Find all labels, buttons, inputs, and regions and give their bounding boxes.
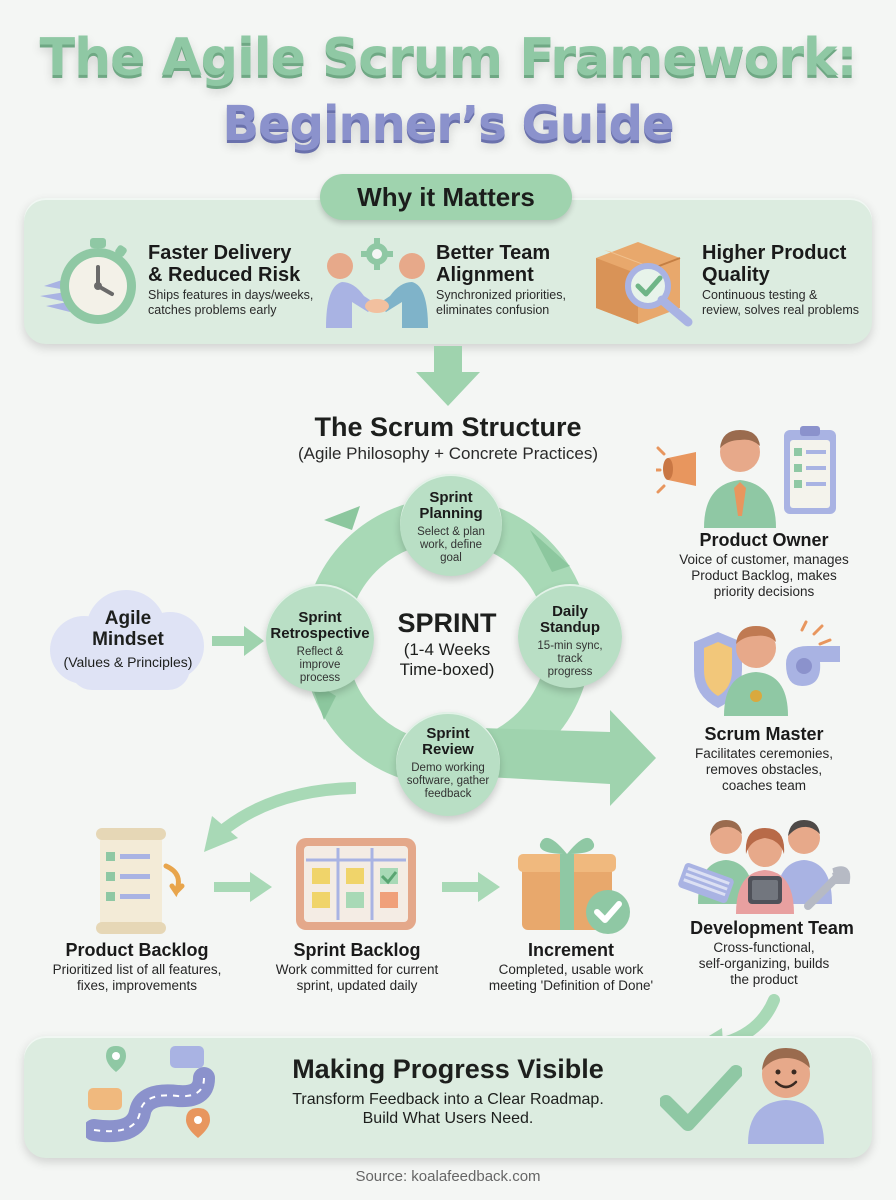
artifact-inc-d2: meeting 'Definition of Done' — [488, 978, 654, 993]
sprint-review-bubble[interactable]: Sprint Review Demo working software, gat… — [396, 712, 500, 816]
role-sm-d3: coaches team — [721, 778, 807, 793]
retro-title-l1: Sprint — [298, 609, 342, 626]
why-1-title-l2: & Reduced Risk — [148, 264, 301, 286]
retro-desc-l3: process — [299, 672, 341, 684]
why-panel — [24, 198, 872, 344]
stopwatch-icon — [40, 238, 136, 324]
role-dev-d3: the product — [730, 972, 798, 987]
artifact-sb-d1: Work committed for current — [275, 962, 439, 977]
review-title-l1: Sprint — [426, 725, 470, 742]
progress-d2: Build What Users Need. — [362, 1110, 534, 1127]
mindset-title-l1: Agile — [104, 608, 152, 629]
role-sm-d1: Facilitates ceremonies, — [694, 746, 834, 761]
sprint-sub-l1: (1-4 Weeks — [403, 640, 491, 659]
sprint-sub-l2: Time-boxed) — [399, 660, 495, 679]
mindset-sub: (Values & Principles) — [63, 654, 193, 670]
artifact-pb-title: Product Backlog — [65, 940, 209, 960]
mindset-title-l2: Mindset — [92, 629, 164, 650]
why-3-desc-l1: Continuous testing & — [702, 288, 818, 302]
standup-title-l2: Standup — [540, 619, 600, 636]
why-2-desc-l2: eliminates confusion — [436, 303, 550, 317]
role-po-d3: priority decisions — [713, 584, 815, 599]
sprint-title: SPRINT — [397, 608, 497, 638]
standup-title-l1: Daily — [552, 603, 588, 620]
why-2-title-l2: Alignment — [436, 264, 534, 286]
why-3-title-l1: Higher Product — [702, 242, 847, 264]
role-dev-title: Development Team — [690, 918, 854, 938]
mindset-arrow — [212, 626, 264, 656]
artifact-inc-d1: Completed, usable work — [498, 962, 644, 977]
artifact-pb-d1: Prioritized list of all features, — [52, 962, 222, 977]
artifact-pb-d2: fixes, improvements — [76, 978, 198, 993]
quality-box-icon — [596, 242, 693, 327]
structure-title: The Scrum Structure — [314, 412, 582, 442]
happy-user-icon — [748, 1048, 824, 1144]
roadmap-icon — [86, 1046, 215, 1143]
artifact-sb-d2: sprint, updated daily — [296, 978, 418, 993]
why-2-desc-l1: Synchronized priorities, — [436, 288, 566, 302]
retro-title-l2: Retrospective — [270, 625, 370, 642]
why-heading: Why it Matters — [320, 174, 572, 220]
artifact-inc-title: Increment — [527, 940, 615, 960]
role-po-title: Product Owner — [699, 530, 829, 550]
retro-desc-l2: improve — [299, 659, 341, 671]
role-sm-d2: removes obstacles, — [705, 762, 823, 777]
handshake-icon — [326, 238, 428, 328]
sprint-planning-bubble[interactable]: Sprint Planning Select & plan work, defi… — [400, 474, 502, 576]
role-po-d2: Product Backlog, makes — [691, 568, 837, 583]
planning-desc-l3: goal — [440, 552, 462, 564]
standup-desc-l2: track — [557, 653, 583, 665]
standup-desc-l1: 15-min sync, — [537, 640, 603, 652]
title-line-1: The Agile Scrum Framework: — [39, 28, 858, 88]
cloud-icon — [50, 590, 204, 690]
source-text: Source: koalafeedback.com — [355, 1168, 541, 1185]
planning-title-l2: Planning — [419, 505, 483, 522]
pb-to-sb-arrow — [214, 872, 272, 902]
why-1-desc-l1: Ships features in days/weeks, — [148, 288, 314, 302]
down-arrow — [416, 346, 480, 406]
check-icon — [660, 1065, 742, 1131]
megaphone-person-icon — [656, 426, 836, 528]
review-title-l2: Review — [422, 741, 474, 758]
why-1-title-l1: Faster Delivery — [148, 242, 292, 264]
standup-desc-l3: progress — [547, 666, 593, 678]
role-po-d1: Voice of customer, manages — [679, 552, 849, 567]
review-desc-l3: feedback — [424, 788, 472, 800]
scroll-list-icon — [96, 828, 185, 934]
planning-desc-l2: work, define — [419, 539, 482, 551]
progress-d1: Transform Feedback into a Clear Roadmap. — [292, 1091, 604, 1108]
role-dev-d1: Cross-functional, — [713, 940, 815, 955]
role-dev-d2: self-organizing, builds — [698, 956, 830, 971]
why-1-desc-l2: catches problems early — [148, 303, 277, 317]
review-desc-l1: Demo working — [411, 762, 485, 774]
retro-desc-l1: Reflect & — [296, 646, 344, 658]
sprint-retrospective-bubble[interactable]: Sprint Retrospective Reflect & improve p… — [266, 584, 374, 692]
why-3-title-l2: Quality — [702, 264, 770, 286]
progress-title: Making Progress Visible — [292, 1054, 604, 1084]
planning-title-l1: Sprint — [429, 489, 473, 506]
gift-check-icon — [518, 837, 630, 934]
artifact-sb-title: Sprint Backlog — [293, 940, 421, 960]
daily-standup-bubble[interactable]: Daily Standup 15-min sync, track progres… — [518, 584, 622, 688]
title-line-2: Beginner’s Guide — [222, 96, 675, 152]
why-3-desc-l2: review, solves real problems — [702, 303, 860, 317]
sb-to-inc-arrow — [442, 872, 500, 902]
team-tools-icon — [678, 820, 851, 914]
review-desc-l2: software, gather — [406, 775, 490, 787]
planning-desc-l1: Select & plan — [417, 526, 485, 538]
whistle-shield-person-icon — [694, 620, 840, 716]
why-2-title-l1: Better Team — [436, 242, 551, 264]
task-board-icon — [296, 838, 416, 930]
role-sm-title: Scrum Master — [704, 724, 824, 744]
feedback-curve-arrow — [204, 782, 356, 852]
structure-subtitle: (Agile Philosophy + Concrete Practices) — [298, 444, 598, 463]
